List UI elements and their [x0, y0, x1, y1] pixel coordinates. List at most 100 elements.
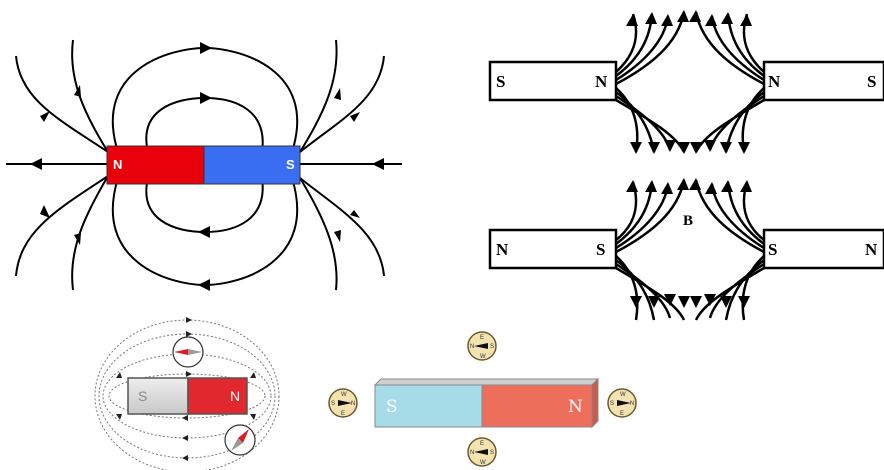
compass-letter-n: E: [480, 335, 484, 341]
compass-top: [172, 336, 204, 368]
compass-letter-w: N: [470, 344, 474, 350]
magnet-right-label-right: S: [867, 72, 876, 91]
open-line-left-2: [71, 39, 109, 153]
compass-needle-north: [238, 429, 249, 443]
compass-needle-north: [174, 349, 188, 355]
arrow: [630, 142, 642, 154]
compass-right: W E S N: [607, 388, 637, 418]
magnet-right-label-left: S: [768, 240, 777, 259]
arrow: [40, 111, 50, 122]
panel-repel-bottom: N S S N B: [488, 178, 884, 321]
field-arrows: [30, 42, 384, 291]
compass-bottom: [224, 424, 256, 456]
arrow: [677, 10, 689, 22]
compass-needle: [338, 400, 352, 406]
arrow: [250, 414, 256, 420]
compass-letter-s: S: [331, 401, 335, 407]
arrow: [740, 180, 752, 192]
arrow: [198, 226, 210, 238]
arrow: [648, 296, 660, 308]
north-pole-label: N: [113, 157, 122, 172]
magnet-left-label-right: S: [596, 240, 605, 259]
arrow: [661, 182, 673, 194]
block-side-face: [591, 377, 599, 429]
field-line: [708, 262, 765, 319]
arrow: [664, 294, 676, 306]
compass-needle-south: [231, 438, 243, 451]
arrow: [721, 180, 733, 192]
compass-letter-s: W: [480, 354, 486, 360]
field-line: [615, 255, 639, 321]
magnet-left: [488, 228, 618, 270]
arrow: [182, 455, 188, 461]
magnet-south-half: [203, 145, 301, 185]
arrow: [626, 14, 638, 26]
bar-north-half: [187, 377, 248, 415]
compass-letter-w: N: [470, 450, 474, 456]
magnet-north-half: [106, 145, 205, 185]
loop-inner-top: [145, 96, 264, 153]
arrow: [648, 142, 660, 154]
arrow: [30, 158, 42, 170]
open-line-right-1: [299, 55, 385, 153]
panel-field-lines: N S: [6, 39, 402, 291]
magnet-left-label-left: N: [496, 240, 509, 259]
arrow: [661, 14, 673, 26]
arrow: [40, 205, 50, 218]
arrow: [720, 296, 732, 308]
arrow: [678, 142, 690, 154]
south-pole-label: S: [286, 157, 295, 172]
compass-letter-s: S: [610, 401, 614, 407]
compass-above: E W N S: [467, 331, 497, 361]
arrow: [334, 230, 341, 242]
arrow: [689, 10, 701, 22]
repel-arrows: [626, 178, 752, 308]
field-line: [694, 266, 765, 321]
arrow: [116, 414, 122, 420]
arrow: [200, 92, 212, 104]
bar-south-half: [127, 377, 189, 415]
magnet-right-label-right: N: [865, 240, 878, 259]
compass-needle: [474, 343, 488, 349]
arrow: [704, 140, 716, 152]
field-line: [724, 259, 765, 321]
block-south-label: S: [386, 397, 398, 417]
open-line-right-3: [299, 177, 385, 277]
compass-needle: [474, 449, 488, 455]
compass-letter-n: E: [480, 441, 484, 447]
arrow: [198, 279, 210, 291]
compass-letter-e: E: [341, 411, 345, 417]
arrow: [182, 415, 188, 421]
arrow: [186, 317, 192, 323]
compass-letter-n: N: [351, 401, 355, 407]
compass-letter-e: E: [620, 411, 624, 417]
dotted-loop: [98, 333, 276, 459]
arrow: [74, 233, 81, 245]
panel-compass-bar: S N: [94, 317, 280, 470]
arrow: [372, 158, 384, 170]
arrow: [334, 88, 341, 100]
compass-letter-n: N: [630, 401, 634, 407]
compass-letter-w: W: [620, 392, 626, 398]
magnet-right: [762, 228, 884, 270]
repel-field-lines: [615, 11, 765, 153]
arrow: [738, 142, 750, 154]
block-north-label: N: [568, 397, 583, 417]
compass-letter-w: W: [341, 392, 347, 398]
compass-letter-s: W: [480, 460, 486, 466]
magnet-left: [488, 60, 618, 102]
block-north-half: [481, 384, 593, 428]
arrow: [116, 372, 122, 378]
magnet-right-label-left: N: [768, 72, 781, 91]
field-line: [615, 262, 672, 319]
arrow: [350, 112, 360, 122]
bar-south-label: S: [138, 388, 147, 404]
arrow: [740, 14, 752, 26]
arrow: [250, 372, 256, 378]
arrow: [626, 180, 638, 192]
magnet-left-label-right: N: [595, 72, 608, 91]
repel-arrows: [626, 10, 752, 154]
magnet-left-label-left: S: [496, 72, 505, 91]
arrow: [705, 14, 717, 26]
